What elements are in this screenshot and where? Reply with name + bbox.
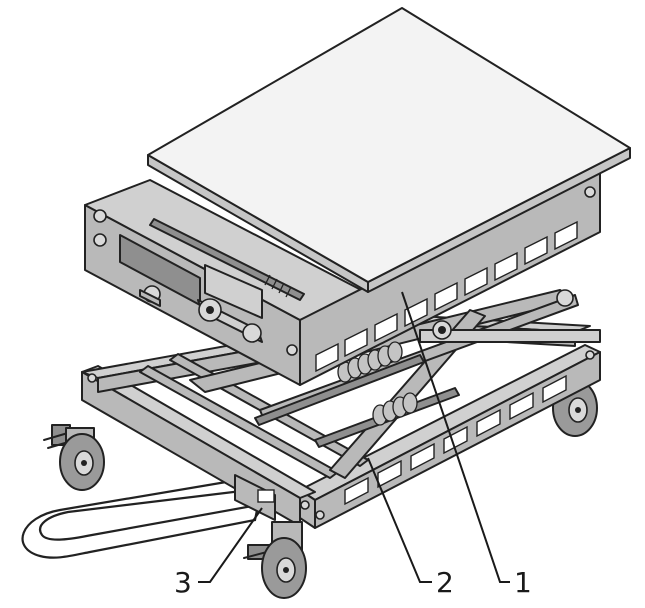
callout-label-1: 1 <box>514 566 532 599</box>
platform-plate <box>147 7 631 293</box>
leader-line-1 <box>401 291 510 583</box>
leader-line-2 <box>367 457 432 583</box>
callout-leaders <box>198 291 510 583</box>
push-handle <box>21 476 260 559</box>
upper-frame <box>84 167 601 386</box>
callout-label-3: 3 <box>174 566 192 599</box>
base-rail-slots <box>344 374 567 506</box>
callout-labels: 1 2 3 <box>174 566 532 599</box>
callout-label-2: 2 <box>436 566 454 599</box>
front-left-caster <box>243 521 307 599</box>
leader-line-3 <box>198 507 263 583</box>
rear-left-caster <box>43 424 105 491</box>
